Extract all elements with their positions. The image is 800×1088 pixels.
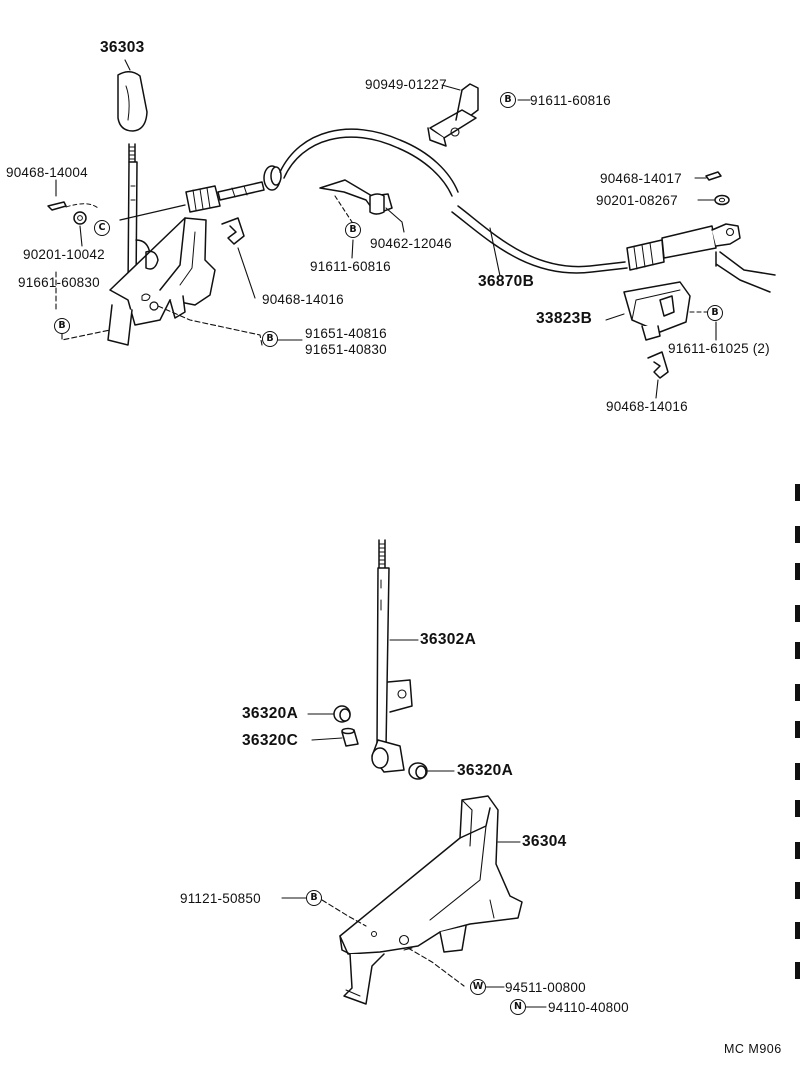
label-36320A-left: 36320A [242, 705, 299, 722]
label-94511-00800: 94511-00800 [505, 980, 586, 995]
edge-mark [795, 962, 800, 979]
edge-mark [795, 800, 800, 817]
leader-clamp-bolt [334, 195, 353, 223]
label-91651-40830: 91651-40830 [305, 342, 387, 357]
pin-36320C-drawing [341, 727, 359, 747]
shift-lever-36302A-drawing [371, 539, 413, 773]
edge-mark [795, 563, 800, 580]
marker-b-91121: B [306, 890, 322, 906]
edge-mark [795, 484, 800, 501]
bushing-36320A-right-drawing [408, 762, 428, 780]
leader-91651 [157, 305, 263, 346]
label-90468-14016-left: 90468-14016 [262, 292, 344, 307]
edge-mark [795, 526, 800, 543]
clamp-12046-drawing [319, 179, 393, 215]
label-33823B: 33823B [536, 310, 593, 327]
edge-mark [795, 642, 800, 659]
label-36320C: 36320C [242, 732, 299, 749]
edge-mark [795, 922, 800, 939]
marker-b-91661: B [54, 318, 70, 334]
marker-c-washer: C [94, 220, 110, 236]
shift-knob-drawing [117, 71, 148, 132]
marker-b-91611-mid: B [345, 222, 361, 238]
edge-mark [795, 605, 800, 622]
label-36320A-right: 36320A [457, 762, 514, 779]
cable-bracket-01227-drawing [427, 83, 479, 147]
label-91121-50850: 91121-50850 [180, 891, 261, 906]
label-90468-14017: 90468-14017 [600, 171, 682, 186]
label-36304: 36304 [522, 833, 567, 850]
clip-14016-left-drawing [221, 217, 245, 245]
edge-mark [795, 721, 800, 738]
label-91661-60830: 91661-60830 [18, 275, 100, 290]
clip-14004-drawing [47, 201, 67, 211]
leader-clip [65, 203, 99, 209]
clip-14016-right-drawing [647, 351, 669, 379]
label-91611-60816-top: 91611-60816 [530, 93, 611, 108]
label-90468-14004: 90468-14004 [6, 165, 88, 180]
label-36870B: 36870B [478, 273, 535, 290]
edge-mark [795, 882, 800, 899]
leader-91661 [55, 271, 111, 341]
label-91611-60816-mid: 91611-60816 [310, 259, 391, 274]
label-90201-10042: 90201-10042 [23, 247, 105, 262]
leader-94511 [407, 947, 465, 987]
diagram-code: MC M906 [724, 1042, 782, 1056]
label-91651-40816: 91651-40816 [305, 326, 387, 341]
label-36303: 36303 [100, 39, 145, 56]
washer-08267-drawing [714, 194, 730, 206]
marker-n-94110: N [510, 999, 526, 1015]
shift-lever-end-drawing [715, 251, 776, 293]
label-90468-14016-right: 90468-14016 [606, 399, 688, 414]
shift-lever-bracket-drawing [107, 217, 216, 346]
label-90462-12046: 90462-12046 [370, 236, 452, 251]
edge-mark [795, 763, 800, 780]
clip-14017-drawing [705, 171, 722, 181]
edge-mark [795, 842, 800, 859]
label-94110-40800: 94110-40800 [548, 1000, 629, 1015]
leader-91121 [321, 899, 367, 927]
leader-lines [55, 59, 717, 1008]
label-91611-61025: 91611-61025 (2) [668, 341, 770, 356]
label-90949-01227: 90949-01227 [365, 77, 447, 92]
marker-b-91611-top: B [500, 92, 516, 108]
shift-bracket-36304-drawing [339, 795, 523, 1005]
marker-b-91611-61025: B [707, 305, 723, 321]
marker-w-94511: W [470, 979, 486, 995]
bushing-36320A-left-drawing [333, 705, 351, 723]
washer-10042-drawing [73, 211, 87, 225]
label-90201-08267: 90201-08267 [596, 193, 678, 208]
edge-mark [795, 684, 800, 701]
bracket-33823B-drawing [623, 281, 691, 341]
label-36302A: 36302A [420, 631, 477, 648]
marker-b-91651: B [262, 331, 278, 347]
cable-36870B-drawing [119, 128, 741, 274]
